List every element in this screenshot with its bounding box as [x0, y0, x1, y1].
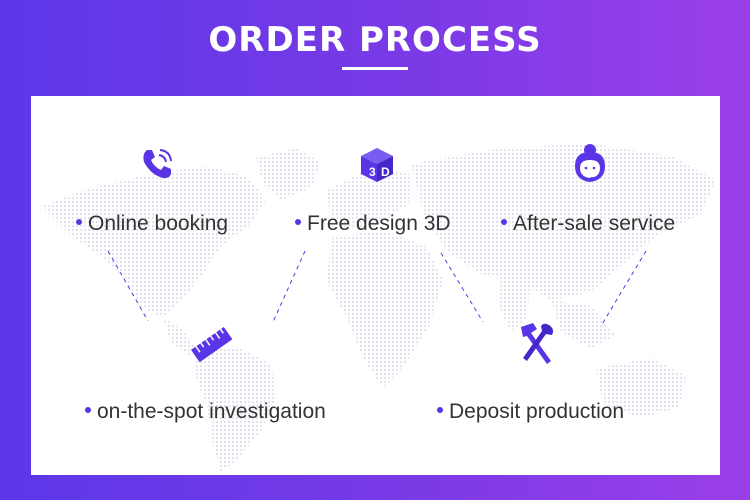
bullet-dot — [437, 407, 443, 414]
svg-text:3: 3 — [369, 165, 376, 179]
step-after-sale-service: After-sale service — [501, 212, 675, 236]
title-underline — [342, 67, 408, 70]
phone-icon — [143, 149, 172, 179]
page-title: ORDER PROCESS — [208, 20, 542, 60]
step-on-the-spot-investigation: on-the-spot investigation — [85, 400, 326, 424]
hammer-wrench-icon — [521, 323, 553, 364]
bullet-dot — [295, 219, 301, 226]
bullet-dot — [85, 407, 91, 414]
world-map-background — [41, 144, 716, 472]
step-label: on-the-spot investigation — [97, 400, 326, 423]
step-label: Deposit production — [449, 400, 625, 423]
step-online-booking: Online booking — [76, 212, 228, 236]
bullet-dot — [76, 219, 82, 226]
svg-text:D: D — [381, 165, 390, 179]
step-label: Free design 3D — [307, 212, 451, 235]
ruler-icon — [191, 326, 233, 363]
process-panel: 3 D Online booking Fr — [31, 96, 720, 475]
step-deposit-production: Deposit production — [437, 400, 624, 424]
step-free-design-3d: Free design 3D — [295, 212, 451, 236]
bullet-dot — [501, 219, 507, 226]
step-label: After-sale service — [513, 212, 676, 235]
customer-service-icon — [575, 144, 605, 182]
3d-cube-icon: 3 D — [361, 148, 393, 182]
step-label: Online booking — [88, 212, 229, 235]
